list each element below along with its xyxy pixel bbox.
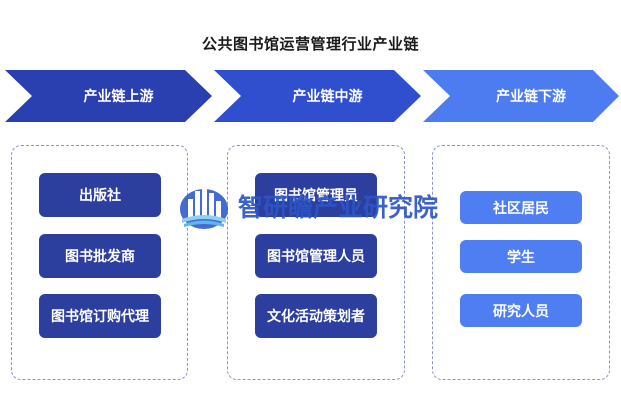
upstream-item-book-wholesaler: 图书批发商 bbox=[39, 234, 161, 278]
upstream-item-library-agent: 图书馆订购代理 bbox=[39, 294, 161, 338]
midstream-item-library-manager: 图书馆管理人员 bbox=[255, 234, 377, 278]
downstream-item-researchers: 研究人员 bbox=[460, 294, 582, 327]
diagram-title: 公共图书馆运营管理行业产业链 bbox=[201, 35, 419, 53]
midstream-item-librarian: 图书馆管理员 bbox=[255, 173, 377, 217]
stage-label-midstream: 产业链中游 bbox=[292, 89, 363, 105]
upstream-item-publisher: 出版社 bbox=[39, 173, 161, 217]
stage-arrow-downstream: 产业链下游 bbox=[423, 70, 619, 122]
downstream-item-residents: 社区居民 bbox=[460, 191, 582, 224]
stage-arrow-midstream: 产业链中游 bbox=[214, 70, 421, 122]
stage-arrow-upstream: 产业链上游 bbox=[5, 70, 212, 122]
downstream-item-students: 学生 bbox=[460, 240, 582, 273]
downstream-column: 社区居民 学生 研究人员 bbox=[432, 145, 610, 380]
stage-label-downstream: 产业链下游 bbox=[496, 89, 566, 105]
upstream-column: 出版社 图书批发商 图书馆订购代理 bbox=[11, 145, 188, 380]
stage-label-upstream: 产业链上游 bbox=[83, 89, 154, 105]
midstream-column: 图书馆管理员 图书馆管理人员 文化活动策划者 bbox=[227, 145, 405, 380]
midstream-item-event-planner: 文化活动策划者 bbox=[255, 294, 377, 338]
